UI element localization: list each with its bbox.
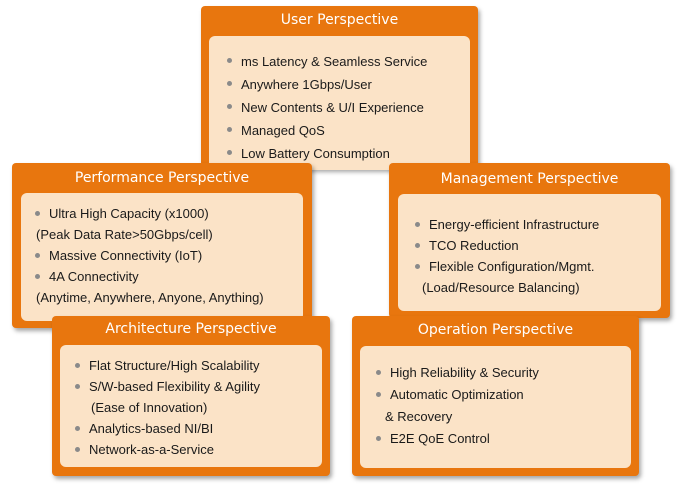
list-item: S/W-based Flexibility & Agility (Ease of … — [72, 376, 322, 418]
list-item: New Contents & U/I Experience — [224, 96, 470, 119]
item-text: Flexible Configuration/Mgmt. — [429, 259, 595, 274]
management-perspective-list: Energy-efficient Infrastructure TCO Redu… — [412, 214, 661, 298]
architecture-perspective-title: Architecture Perspective — [105, 321, 277, 337]
bullet-icon — [376, 370, 381, 375]
architecture-perspective-body: Flat Structure/High Scalability S/W-base… — [60, 345, 322, 467]
operation-perspective-body: High Reliability & Security Automatic Op… — [360, 346, 631, 468]
list-item: E2E QoE Control — [373, 428, 631, 450]
item-text: Analytics-based NI/BI — [89, 421, 214, 436]
item-text: Massive Connectivity (IoT) — [49, 248, 203, 263]
list-item: 4A Connectivity (Anytime, Anywhere, Anyon… — [32, 266, 303, 308]
item-text: High Reliability & Security — [390, 365, 539, 380]
item-text: New Contents & U/I Experience — [241, 100, 424, 115]
operation-perspective-panel: Operation Perspective High Reliability &… — [352, 316, 639, 476]
item-text: TCO Reduction — [429, 238, 519, 253]
architecture-perspective-list: Flat Structure/High Scalability S/W-base… — [72, 355, 322, 460]
item-text: Energy-efficient Infrastructure — [429, 217, 600, 232]
management-perspective-title: Management Perspective — [440, 171, 619, 187]
item-text: S/W-based Flexibility & Agility — [89, 379, 260, 394]
item-text: Anywhere 1Gbps/User — [241, 77, 372, 92]
list-item: Anywhere 1Gbps/User — [224, 73, 470, 96]
bullet-icon — [75, 384, 80, 389]
item-subtext: (Ease of Innovation) — [91, 400, 208, 415]
item-text: Network-as-a-Service — [89, 442, 214, 457]
bullet-icon — [75, 363, 80, 368]
item-subtext: & Recovery — [385, 409, 453, 424]
user-perspective-title: User Perspective — [280, 12, 399, 28]
operation-perspective-title: Operation Perspective — [417, 322, 574, 338]
list-item: High Reliability & Security — [373, 362, 631, 384]
item-text: 4A Connectivity — [49, 269, 139, 284]
list-item: Energy-efficient Infrastructure — [412, 214, 661, 235]
bullet-icon — [35, 211, 40, 216]
performance-perspective-list: Ultra High Capacity (x1000) (Peak Data Ra… — [32, 203, 303, 308]
management-perspective-body: Energy-efficient Infrastructure TCO Redu… — [398, 194, 661, 311]
item-text: Managed QoS — [241, 123, 325, 138]
list-item: Flat Structure/High Scalability — [72, 355, 322, 376]
management-perspective-panel: Management Perspective Energy-efficient … — [389, 163, 670, 318]
architecture-perspective-panel: Architecture Perspective Flat Structure/… — [52, 316, 330, 476]
bullet-icon — [376, 392, 381, 397]
bullet-icon — [415, 222, 420, 227]
item-subtext: (Peak Data Rate>50Gbps/cell) — [36, 227, 213, 242]
bullet-icon — [227, 81, 232, 86]
list-item: Network-as-a-Service — [72, 439, 322, 460]
list-item: Ultra High Capacity (x1000) (Peak Data Ra… — [32, 203, 303, 245]
list-item: Automatic Optimization & Recovery — [373, 384, 631, 428]
bullet-icon — [415, 264, 420, 269]
bullet-icon — [227, 58, 232, 63]
list-item: Massive Connectivity (IoT) — [32, 245, 303, 266]
bullet-icon — [376, 436, 381, 441]
item-text: Automatic Optimization — [390, 387, 524, 402]
bullet-icon — [227, 127, 232, 132]
user-perspective-panel: User Perspective ms Latency & Seamless S… — [201, 6, 478, 170]
list-item: Flexible Configuration/Mgmt. (Load/Resour… — [412, 256, 661, 298]
list-item: Managed QoS — [224, 119, 470, 142]
user-perspective-body: ms Latency & Seamless Service Anywhere 1… — [209, 36, 470, 170]
bullet-icon — [227, 150, 232, 155]
bullet-icon — [75, 426, 80, 431]
item-text: Flat Structure/High Scalability — [89, 358, 260, 373]
item-subtext: (Anytime, Anywhere, Anyone, Anything) — [36, 290, 264, 305]
item-text: Ultra High Capacity (x1000) — [49, 206, 209, 221]
user-perspective-list: ms Latency & Seamless Service Anywhere 1… — [224, 50, 470, 165]
bullet-icon — [227, 104, 232, 109]
list-item: TCO Reduction — [412, 235, 661, 256]
item-text: Low Battery Consumption — [241, 146, 390, 161]
bullet-icon — [35, 253, 40, 258]
performance-perspective-title: Performance Perspective — [74, 170, 250, 186]
performance-perspective-panel: Performance Perspective Ultra High Capac… — [12, 163, 312, 328]
item-text: E2E QoE Control — [390, 431, 490, 446]
item-subtext: (Load/Resource Balancing) — [422, 280, 580, 295]
bullet-icon — [35, 274, 40, 279]
operation-perspective-list: High Reliability & Security Automatic Op… — [373, 362, 631, 450]
item-text: ms Latency & Seamless Service — [241, 54, 428, 69]
list-item: ms Latency & Seamless Service — [224, 50, 470, 73]
list-item: Low Battery Consumption — [224, 142, 470, 165]
bullet-icon — [415, 243, 420, 248]
performance-perspective-body: Ultra High Capacity (x1000) (Peak Data Ra… — [21, 193, 303, 321]
list-item: Analytics-based NI/BI — [72, 418, 322, 439]
bullet-icon — [75, 447, 80, 452]
